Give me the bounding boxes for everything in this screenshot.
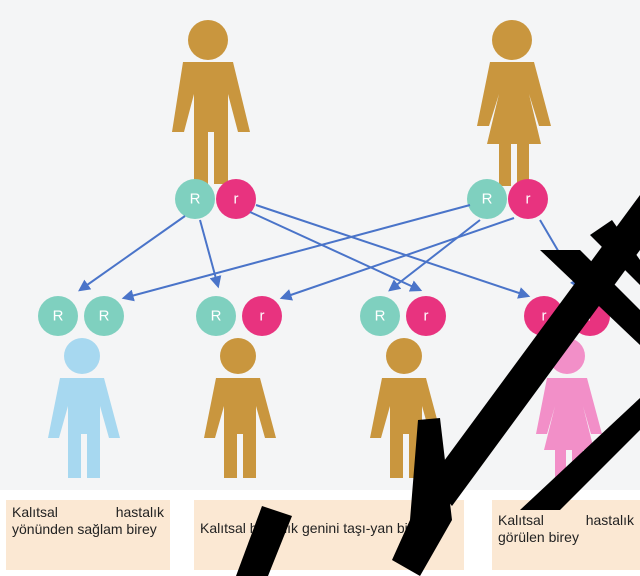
parent-male-figure (172, 20, 250, 184)
caption-carriers-text: Kalıtsal hastalık genini taşı-yan bireyl… (200, 520, 443, 536)
caption-carriers: Kalıtsal hastalık genini taşı-yan bireyl… (194, 500, 464, 570)
allele-label: r (424, 308, 429, 325)
allele-label: r (234, 191, 239, 208)
allele-label: r (260, 308, 265, 325)
allele-label: R (190, 191, 201, 208)
offspring-carrier-1-figure (204, 338, 276, 478)
inheritance-arrows (78, 204, 582, 302)
parent-female-figure (477, 20, 551, 186)
allele-label: r (588, 308, 593, 325)
allele-label: R (99, 308, 110, 325)
caption-affected: Kalıtsal hastalık görülen birey (492, 500, 640, 570)
offspring-affected-figure (536, 338, 602, 486)
parent-male-alleles: R r (175, 179, 256, 219)
allele-label: R (211, 308, 222, 325)
allele-label: R (482, 191, 493, 208)
caption-affected-text: Kalıtsal hastalık görülen birey (498, 512, 634, 545)
offspring-healthy-figure (48, 338, 120, 478)
offspring-healthy-alleles: R R (38, 296, 124, 336)
allele-label: R (375, 308, 386, 325)
caption-healthy: Kalıtsal hastalık yönünden sağlam birey (6, 500, 170, 570)
offspring-carrier-1-alleles: R r (196, 296, 282, 336)
offspring-affected-alleles: r r (524, 296, 610, 336)
offspring-carrier-2-alleles: R r (360, 296, 446, 336)
allele-label: R (53, 308, 64, 325)
caption-healthy-text: Kalıtsal hastalık yönünden sağlam birey (12, 504, 164, 537)
offspring-carrier-2-figure (370, 338, 442, 478)
allele-label: r (526, 191, 531, 208)
allele-label: r (542, 308, 547, 325)
